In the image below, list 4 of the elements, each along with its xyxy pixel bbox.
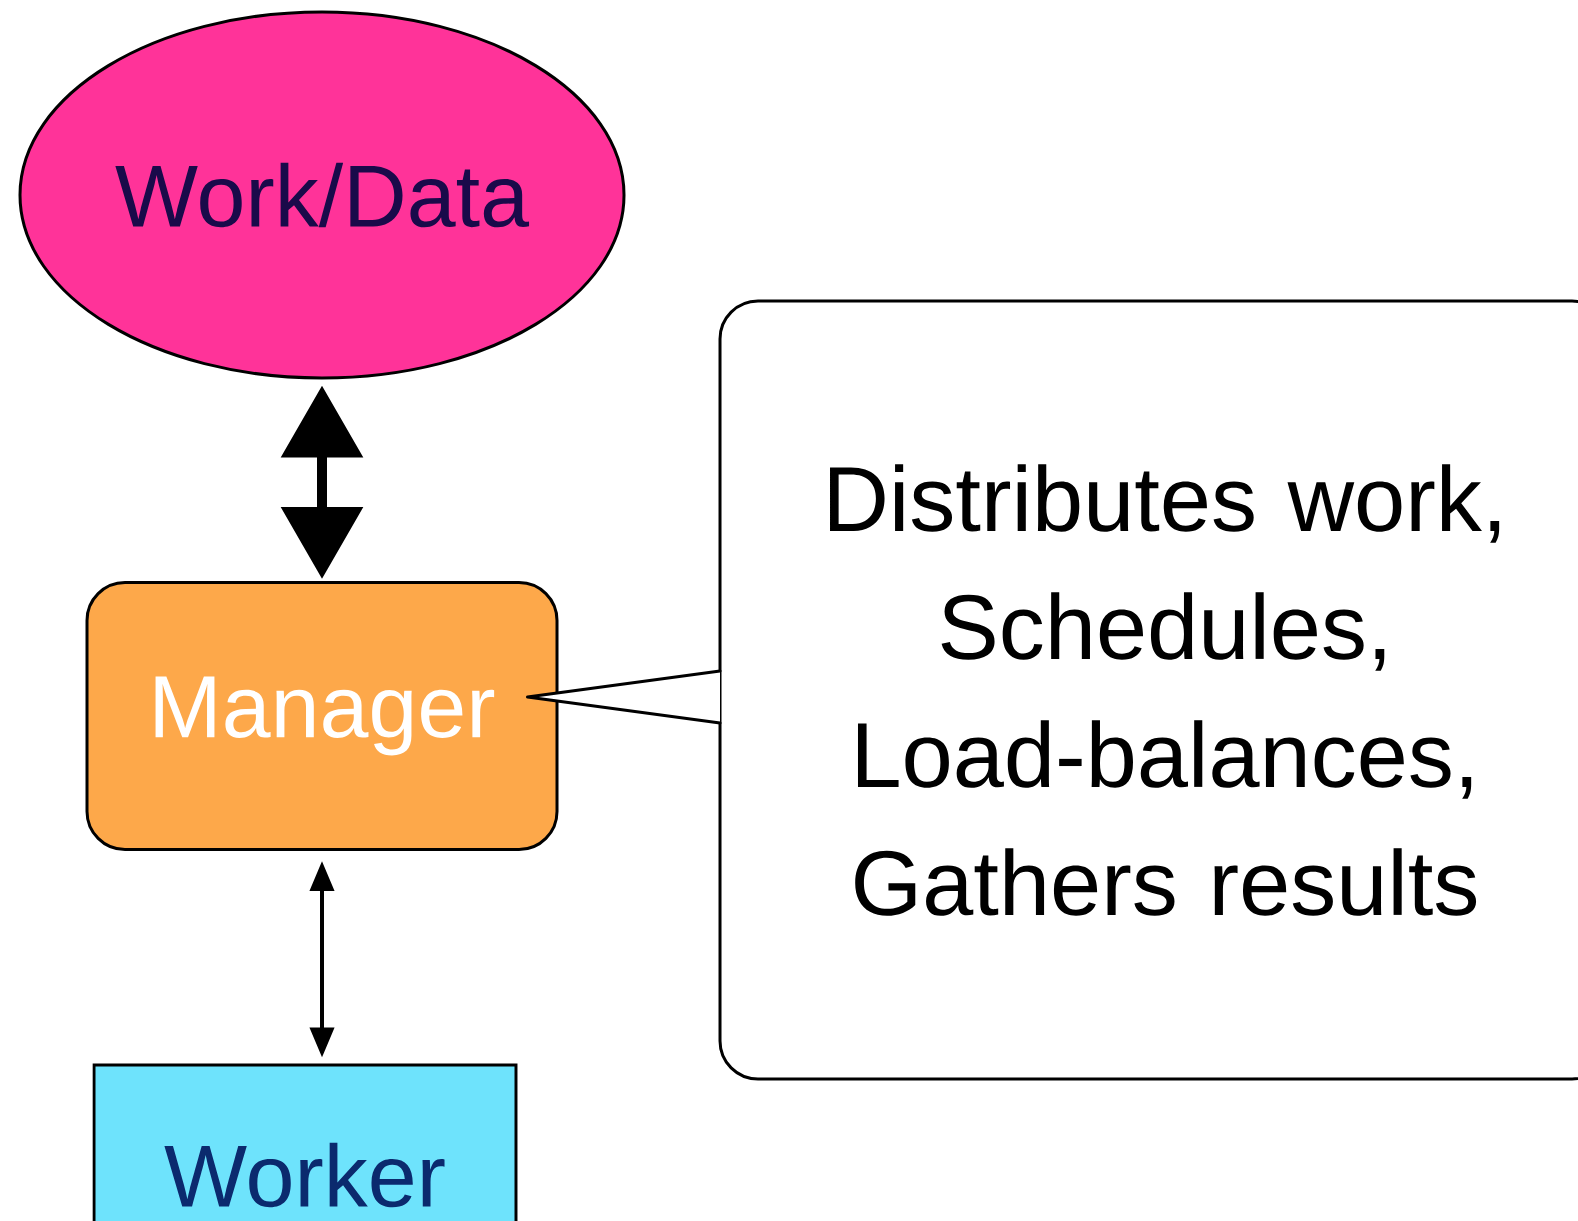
callout-tail (526, 669, 722, 725)
callout-bubble: Distributes work, Schedules, Load-balances, Gathers results (718, 299, 1578, 1081)
worker-box: Worker (92, 1063, 518, 1221)
manager-box: Manager (85, 581, 559, 851)
